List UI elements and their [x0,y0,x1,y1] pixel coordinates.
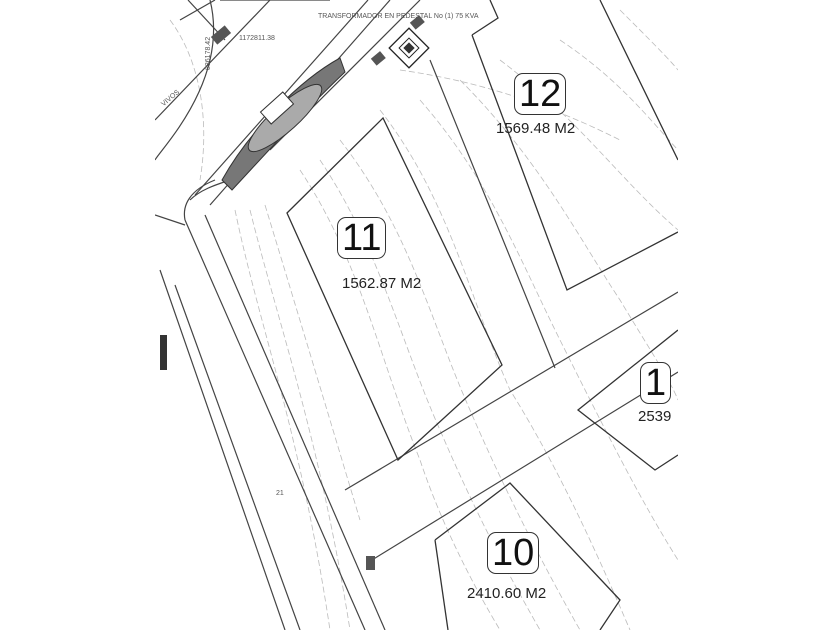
median-island [221,57,346,191]
lot-1x-number: 1 [640,362,672,404]
transformer-symbol [160,15,430,570]
lot-1x-boundary [576,329,678,471]
coordinate-north: 1172811.38 [239,35,275,42]
lot-1x-area: 2539 [638,408,672,425]
lot-12-area: 1569.48 M2 [496,120,576,137]
lot-10-boundary [434,482,621,630]
road-lines [155,0,678,630]
contour-lines [169,9,678,630]
lot-11-boundary [286,116,503,462]
lot-11-number: 11 [337,217,387,259]
right-margin [678,0,840,630]
transformer-label: TRANSFORMADOR EN PEDESTAL No (1) 75 KVA [318,13,479,20]
lot-11-area: 1562.87 M2 [342,275,422,292]
left-margin [0,0,155,630]
coordinate-east: 836178.42 [205,36,212,70]
lot-boundaries [286,0,678,630]
lot-12-number: 12 [514,73,567,115]
lot-12-boundary [471,0,678,291]
lot-10-area: 2410.60 M2 [467,585,547,602]
survey-point-label: 21 [276,490,284,497]
lot-10-number: 10 [487,532,540,574]
